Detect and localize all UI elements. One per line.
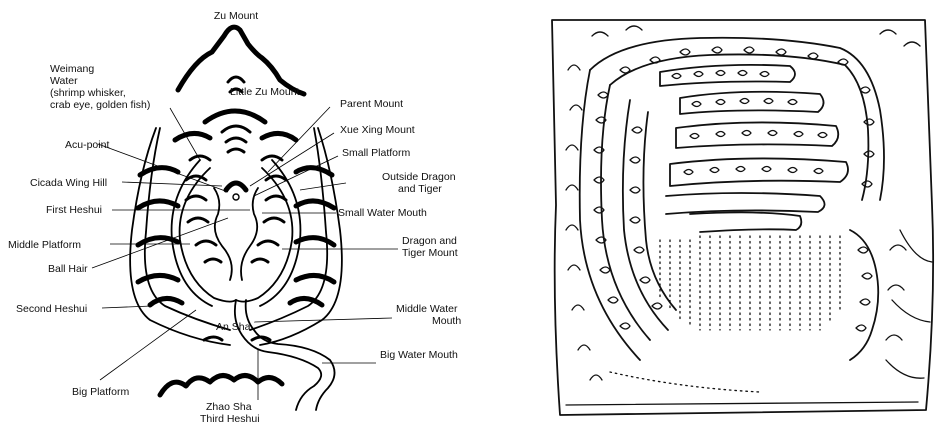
label-zhao-sha: Zhao Sha [206,401,252,413]
label-big-water-mouth: Big Water Mouth [380,349,458,361]
label-weimang-water-line1: Weimang [50,63,94,75]
label-xue-xing-mount: Xue Xing Mount [340,124,415,136]
label-middle-water-line2: Mouth [432,315,461,327]
label-parent-mount: Parent Mount [340,98,403,110]
outer-mountain-arcs [138,133,334,305]
label-cicada-wing-hill: Cicada Wing Hill [30,177,107,189]
left-strokes [566,26,920,380]
label-weimang-water-line2: Water [50,75,78,87]
label-dragon-tiger-line1: Dragon and [402,235,457,247]
label-an-sha: An Sha [216,321,251,333]
cloud-terraces [660,65,848,232]
label-dragon-tiger-line2: Tiger Mount [402,247,458,259]
label-small-water-mouth: Small Water Mouth [338,207,427,219]
bottom-mountains [160,337,282,395]
dotted-rain [610,236,840,392]
cloud-ridge-bands [580,38,884,360]
diagram-labels: Zu Mount Weimang Water (shrimp whisker, … [8,10,461,425]
label-first-heshui: First Heshui [46,204,102,216]
label-weimang-water-line4: crab eye, golden fish) [50,99,150,111]
label-weimang-water-line3: (shrimp whisker, [50,87,126,99]
label-second-heshui: Second Heshui [16,303,87,315]
zu-mount-shape [178,27,304,94]
label-acu-point: Acu-point [65,139,109,151]
label-middle-platform: Middle Platform [8,239,81,251]
label-big-platform: Big Platform [72,386,129,398]
label-ball-hair: Ball Hair [48,263,88,275]
acu-point-shape [226,183,246,200]
label-middle-water-line1: Middle Water [396,303,458,315]
label-little-zu-mount: Little Zu Mount [230,86,300,98]
right-hills [850,230,932,378]
label-zu-mount: Zu Mount [214,10,258,22]
label-outside-dragon-line1: Outside Dragon [382,171,456,183]
ink-landscape-drawing-icon [552,20,933,415]
feng-shui-diagram: Zu Mount Weimang Water (shrimp whisker, … [8,10,461,425]
label-third-heshui: Third Heshui [200,413,260,425]
label-outside-dragon-line2: and Tiger [398,183,442,195]
little-zu-mount-shape [205,77,265,122]
label-small-platform: Small Platform [342,147,411,159]
